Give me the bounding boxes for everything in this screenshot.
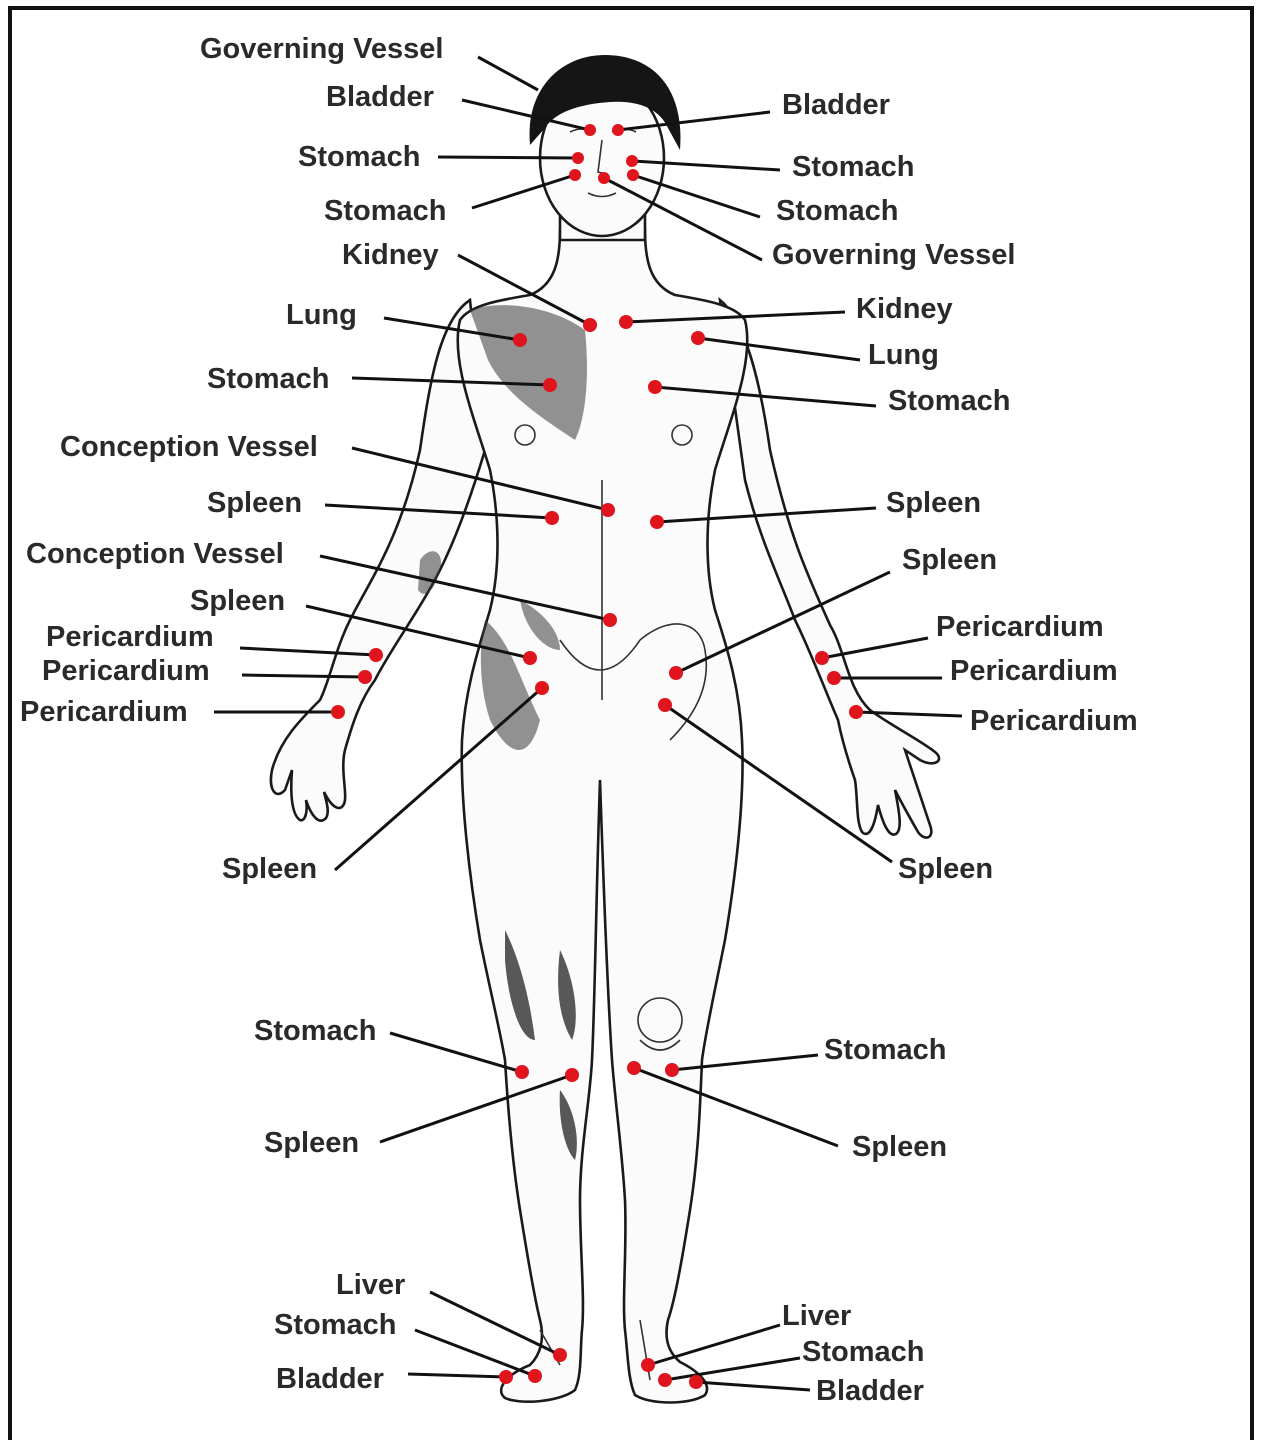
label-stomach: Stomach [802, 1336, 924, 1368]
label-bladder: Bladder [276, 1363, 384, 1395]
label-stomach: Stomach [207, 363, 329, 395]
label-governing-vessel: Governing Vessel [772, 239, 1015, 271]
label-liver: Liver [336, 1269, 405, 1301]
label-bladder: Bladder [816, 1375, 924, 1407]
label-liver: Liver [782, 1300, 851, 1332]
label-lung: Lung [286, 299, 357, 331]
label-pericardium: Pericardium [970, 705, 1138, 737]
label-bladder: Bladder [782, 89, 890, 121]
label-bladder: Bladder [326, 81, 434, 113]
label-stomach: Stomach [298, 141, 420, 173]
label-pericardium: Pericardium [46, 621, 214, 653]
label-kidney: Kidney [342, 239, 439, 271]
label-pericardium: Pericardium [950, 655, 1118, 687]
label-governing-vessel: Governing Vessel [200, 33, 443, 65]
label-stomach: Stomach [824, 1034, 946, 1066]
label-stomach: Stomach [888, 385, 1010, 417]
label-stomach: Stomach [254, 1015, 376, 1047]
label-spleen: Spleen [222, 853, 317, 885]
label-pericardium: Pericardium [936, 611, 1104, 643]
label-spleen: Spleen [898, 853, 993, 885]
label-spleen: Spleen [886, 487, 981, 519]
label-stomach: Stomach [324, 195, 446, 227]
label-spleen: Spleen [902, 544, 997, 576]
label-stomach: Stomach [274, 1309, 396, 1341]
label-spleen: Spleen [190, 585, 285, 617]
label-spleen: Spleen [264, 1127, 359, 1159]
label-lung: Lung [868, 339, 939, 371]
label-spleen: Spleen [852, 1131, 947, 1163]
label-conception-vessel: Conception Vessel [60, 431, 318, 463]
label-pericardium: Pericardium [20, 696, 188, 728]
label-pericardium: Pericardium [42, 655, 210, 687]
label-spleen: Spleen [207, 487, 302, 519]
label-kidney: Kidney [856, 293, 953, 325]
label-conception-vessel: Conception Vessel [26, 538, 284, 570]
label-stomach: Stomach [776, 195, 898, 227]
label-stomach: Stomach [792, 151, 914, 183]
